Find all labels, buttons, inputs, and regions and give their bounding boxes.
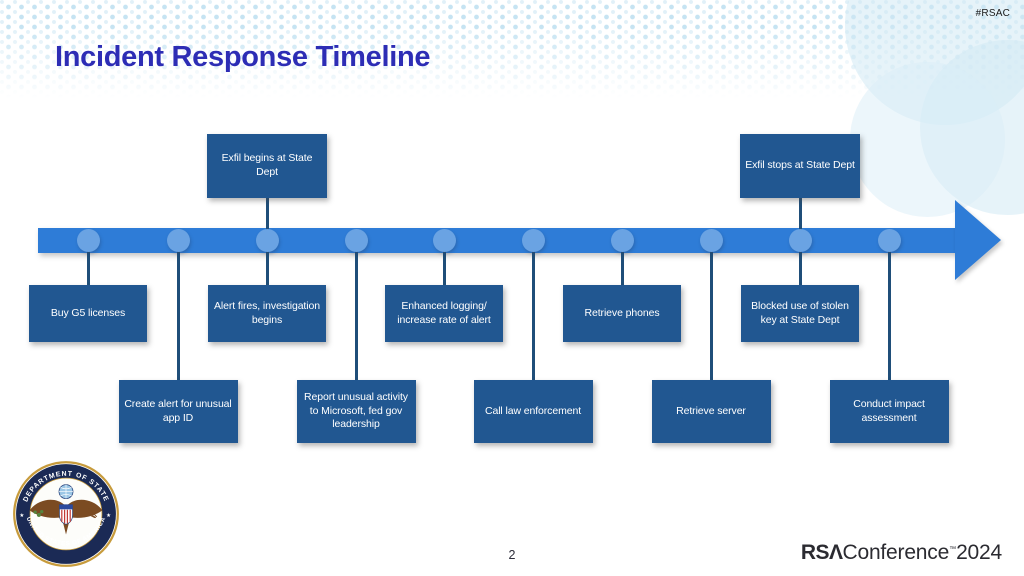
timeline-dot: [699, 229, 723, 252]
rsac-hashtag: #RSAC: [975, 8, 1010, 19]
event-label: Enhanced logging/ increase rate of alert: [397, 299, 491, 326]
connector-line: [176, 240, 180, 382]
timeline-event-box: Buy G5 licenses: [29, 285, 147, 342]
timeline-event-box: Alert fires, investigation begins: [208, 285, 326, 342]
rsa-conference-logo: RSΛConference™2024: [801, 541, 1002, 565]
timeline-event-box: Exfil begins at State Dept: [207, 134, 327, 198]
timeline-event-box: Enhanced logging/ increase rate of alert: [385, 285, 503, 342]
timeline-dot: [610, 229, 634, 252]
event-label: Blocked use of stolen key at State Dept: [751, 299, 849, 326]
event-label: Call law enforcement: [484, 404, 582, 417]
seal-eagle-icon: [29, 484, 103, 535]
event-label: Exfil stops at State Dept: [745, 159, 855, 172]
logo-conference: Conference: [842, 541, 950, 564]
seal-star-left: ★: [19, 512, 24, 519]
page-title: Incident Response Timeline: [55, 41, 431, 73]
seal-star-right: ★: [106, 512, 111, 519]
page-number: 2: [508, 548, 516, 562]
connector-line: [887, 240, 891, 382]
event-label: Create alert for unusual app ID: [124, 397, 232, 424]
timeline-dot: [166, 229, 190, 252]
timeline-event-box: Call law enforcement: [473, 380, 593, 443]
connector-line: [798, 196, 802, 241]
event-label: Report unusual activity to Microsoft, fe…: [304, 390, 408, 431]
connector-line: [265, 240, 269, 287]
event-label: Conduct impact assessment: [853, 397, 925, 424]
timeline-dot: [76, 229, 100, 252]
timeline-dot: [877, 229, 901, 252]
logo-trademark: ™: [949, 546, 957, 553]
background-circle: [850, 62, 1005, 217]
timeline-event-box: Report unusual activity to Microsoft, fe…: [296, 380, 416, 443]
timeline-dot: [788, 229, 812, 252]
event-label: Alert fires, investigation begins: [214, 299, 320, 326]
connector-line: [709, 240, 713, 382]
timeline-dot: [344, 229, 368, 252]
connector-line: [265, 196, 269, 241]
timeline-arrowhead-icon: [955, 200, 1001, 280]
timeline-event-box: Blocked use of stolen key at State Dept: [741, 285, 859, 342]
connector-line: [798, 240, 802, 287]
timeline-dot: [255, 229, 279, 252]
connector-line: [354, 240, 358, 382]
event-label: Buy G5 licenses: [50, 306, 126, 319]
timeline-event-box: Retrieve server: [651, 380, 771, 443]
timeline-event-box: Exfil stops at State Dept: [740, 134, 860, 198]
timeline-event-box: Conduct impact assessment: [829, 380, 949, 443]
logo-rsa: RSΛ: [800, 541, 843, 564]
timeline-event-box: Retrieve phones: [563, 285, 681, 342]
logo-year: 2024: [956, 541, 1002, 564]
timeline-dot: [432, 229, 456, 252]
connector-line: [620, 240, 624, 287]
event-label: Exfil begins at State Dept: [221, 152, 313, 178]
timeline-event-box: Create alert for unusual app ID: [118, 380, 238, 443]
timeline-dot: [521, 229, 545, 252]
event-label: Retrieve phones: [584, 306, 660, 319]
connector-line: [531, 240, 535, 382]
event-label: Retrieve server: [676, 404, 746, 417]
connector-line: [86, 240, 90, 287]
connector-line: [442, 240, 446, 287]
department-of-state-seal: DEPARTMENT OF STATE UNITED STATES OF AME…: [12, 460, 120, 568]
